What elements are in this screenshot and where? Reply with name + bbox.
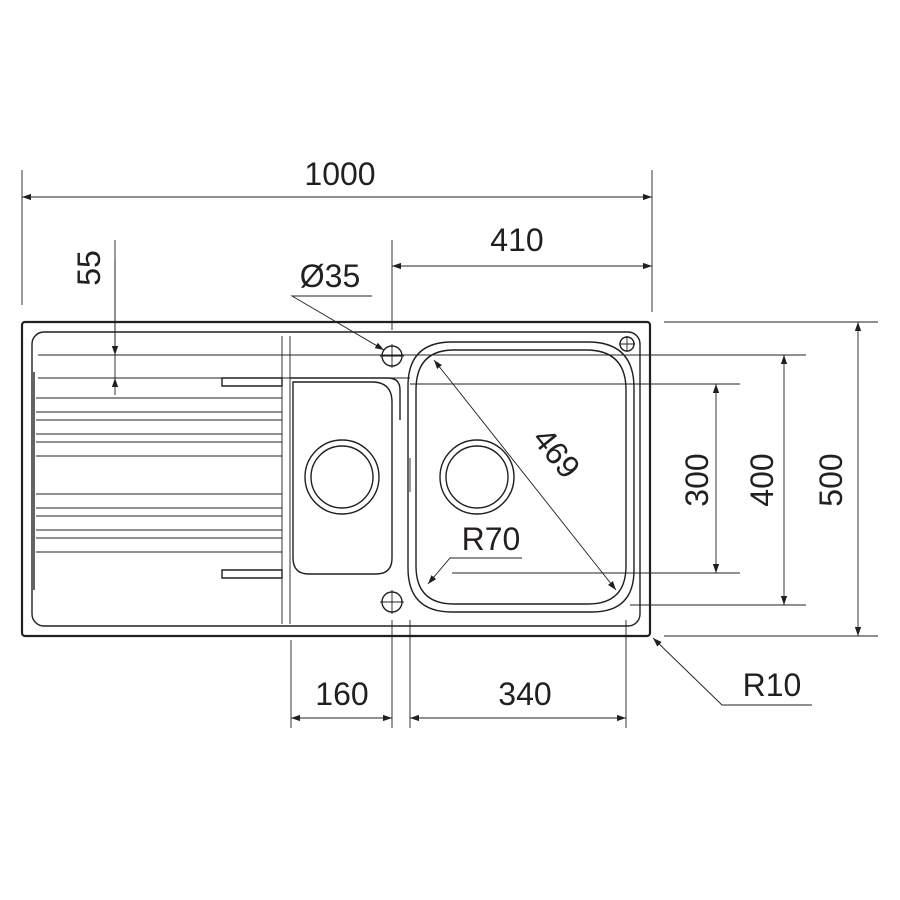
tap-hole-bottom [380, 590, 404, 614]
dimension-edge-offset: 55 [71, 250, 119, 395]
small-bowl-width-label: 160 [315, 676, 368, 712]
overall-length-label: 1000 [304, 156, 375, 192]
dimension-large-bowl-width: 340 [410, 676, 626, 722]
bowl-offset-label: 410 [490, 222, 543, 258]
dimension-overall-length: 1000 [22, 156, 652, 201]
overflow-hole [619, 336, 635, 352]
tap-hole-top [380, 344, 404, 368]
diagonal-label: 469 [526, 421, 588, 485]
drainer-grooves [33, 336, 291, 624]
small-bowl [290, 377, 401, 575]
extension-lines [21, 170, 878, 728]
tap-hole-label: Ø35 [300, 258, 360, 294]
dimension-bowl-radius: R70 [427, 521, 522, 585]
dimension-outer-radius: R10 [652, 637, 812, 706]
edge-offset-label: 55 [71, 250, 107, 286]
dimension-small-bowl-width: 160 [291, 676, 392, 722]
large-bowl [407, 341, 635, 613]
outer-radius-label: R10 [743, 667, 802, 703]
bowl-depth-label: 300 [679, 453, 715, 506]
dimension-bowl-offset: 410 [392, 222, 652, 270]
dimension-tap-hole: Ø35 [290, 258, 385, 351]
large-bowl-width-label: 340 [498, 676, 551, 712]
bowl-radius-label: R70 [462, 521, 521, 557]
dimension-overall-width: 500 [813, 322, 862, 636]
dimension-bowls-height: 400 [744, 355, 788, 605]
small-bowl-drain [304, 439, 380, 515]
bowls-height-label: 400 [744, 453, 780, 506]
dimension-bowl-depth: 300 [679, 384, 720, 573]
overall-width-label: 500 [813, 453, 849, 506]
large-bowl-drain [439, 439, 515, 515]
